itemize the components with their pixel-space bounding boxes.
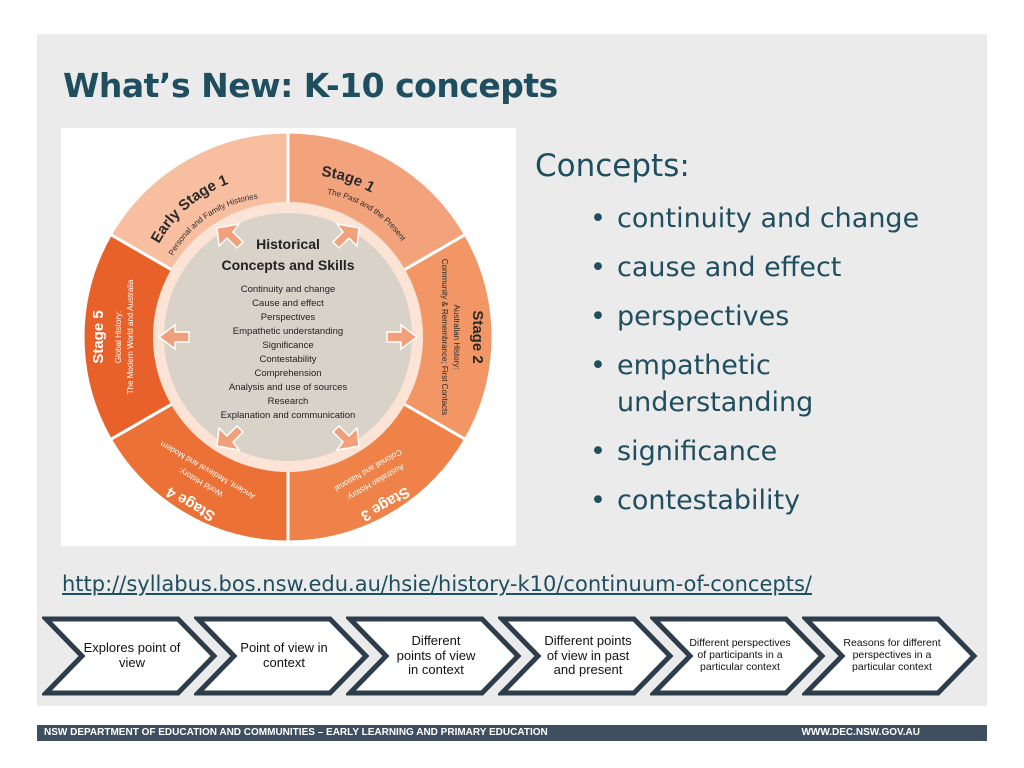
list-item: • continuity and change xyxy=(590,200,950,237)
wheel-svg: Historical Concepts and Skills Continuit… xyxy=(81,130,495,544)
arrow-bottom-left xyxy=(216,424,245,452)
chevron-label: Reasons for different perspectives in a … xyxy=(843,637,941,673)
syllabus-link[interactable]: http://syllabus.bos.nsw.edu.au/hsie/hist… xyxy=(62,572,812,596)
concept-text: perspectives xyxy=(617,301,790,332)
arrows-group xyxy=(157,222,419,452)
chevron-shape xyxy=(498,616,674,696)
stage-subtitle-stage-5-line2: The Modern World and Australia xyxy=(126,279,135,394)
footer-bar: NSW DEPARTMENT OF EDUCATION AND COMMUNIT… xyxy=(37,725,987,741)
concept-text: continuity and change xyxy=(617,203,920,234)
center-items: Continuity and change Cause and effect P… xyxy=(221,284,356,421)
chevron-step-3: Different points of view in context xyxy=(346,615,526,697)
chevron-shape xyxy=(194,616,370,696)
bullet-icon: • xyxy=(590,301,606,332)
chevron-step-1: Explores point of view xyxy=(42,615,222,697)
arrow-left xyxy=(157,323,190,351)
concept-text: contestability xyxy=(617,485,801,516)
footer-website: WWW.DEC.NSW.GOV.AU xyxy=(801,727,920,738)
list-item: • contestability xyxy=(590,482,950,519)
concepts-list: • continuity and change • cause and effect… xyxy=(590,200,950,531)
concepts-heading: Concepts: xyxy=(535,148,690,184)
center-item: Empathetic understanding xyxy=(233,326,343,337)
center-item: Cause and effect xyxy=(252,298,324,309)
arrow-right xyxy=(386,323,419,351)
chevron-label: Explores point of view xyxy=(83,640,181,670)
center-item: Significance xyxy=(262,340,313,351)
chevron-step-5: Different perspectives of participants i… xyxy=(650,615,830,697)
stage-label-stage-2: Stage 2 xyxy=(469,310,486,363)
bullet-icon: • xyxy=(590,203,606,234)
chevron-shape xyxy=(346,616,522,696)
center-title-2: Concepts and Skills xyxy=(221,257,354,273)
bullet-icon: • xyxy=(590,350,606,381)
chevron-shape xyxy=(802,616,978,696)
list-item: • significance xyxy=(590,433,950,470)
chevron-label: Different points of view in context xyxy=(396,633,476,678)
list-item: • perspectives xyxy=(590,298,950,335)
center-title-1: Historical xyxy=(256,236,320,252)
chevron-shape xyxy=(650,616,826,696)
chevron-label: Different points of view in past and pre… xyxy=(544,633,632,678)
arrow-bottom-right xyxy=(331,424,360,452)
chevron-label: Different perspectives of participants i… xyxy=(689,637,791,673)
chevron-shape xyxy=(42,616,218,696)
chevron-process: Explores point of view Point of view in … xyxy=(42,615,982,697)
bullet-icon: • xyxy=(590,436,606,467)
list-item: • empathetic understanding xyxy=(590,347,950,421)
chevron-step-6: Reasons for different perspectives in a … xyxy=(802,615,982,697)
concept-text: significance xyxy=(617,436,778,467)
stage-subtitle-stage-2-line2: Community & Remembrance; First Contacts xyxy=(440,259,449,416)
chevron-label: Point of view in context xyxy=(240,640,328,670)
stage-subtitle-stage-2-line1: Australian History: xyxy=(452,305,461,370)
list-item: • cause and effect xyxy=(590,249,950,286)
arrow-top-right xyxy=(331,222,360,250)
center-item: Continuity and change xyxy=(241,284,336,295)
bullet-icon: • xyxy=(590,252,606,283)
concept-text: empathetic understanding xyxy=(617,350,814,418)
center-item: Explanation and communication xyxy=(221,410,356,421)
concept-text: cause and effect xyxy=(617,252,842,283)
arrow-top-left xyxy=(216,222,245,250)
concepts-wheel-diagram: Historical Concepts and Skills Continuit… xyxy=(61,128,516,546)
chevron-step-4: Different points of view in past and pre… xyxy=(498,615,678,697)
bullet-icon: • xyxy=(590,485,606,516)
center-item: Contestability xyxy=(259,354,316,365)
center-item: Comprehension xyxy=(254,368,321,379)
center-item: Perspectives xyxy=(261,312,316,323)
stage-label-stage-5: Stage 5 xyxy=(90,310,107,363)
slide-title: What’s New: K-10 concepts xyxy=(63,66,558,105)
stage-subtitle-stage-5-line1: Global History: xyxy=(114,311,123,363)
chevron-step-2: Point of view in context xyxy=(194,615,374,697)
center-item: Research xyxy=(268,396,309,407)
center-item: Analysis and use of sources xyxy=(229,382,348,393)
center-circle xyxy=(164,213,412,461)
footer-department: NSW DEPARTMENT OF EDUCATION AND COMMUNIT… xyxy=(44,727,548,738)
